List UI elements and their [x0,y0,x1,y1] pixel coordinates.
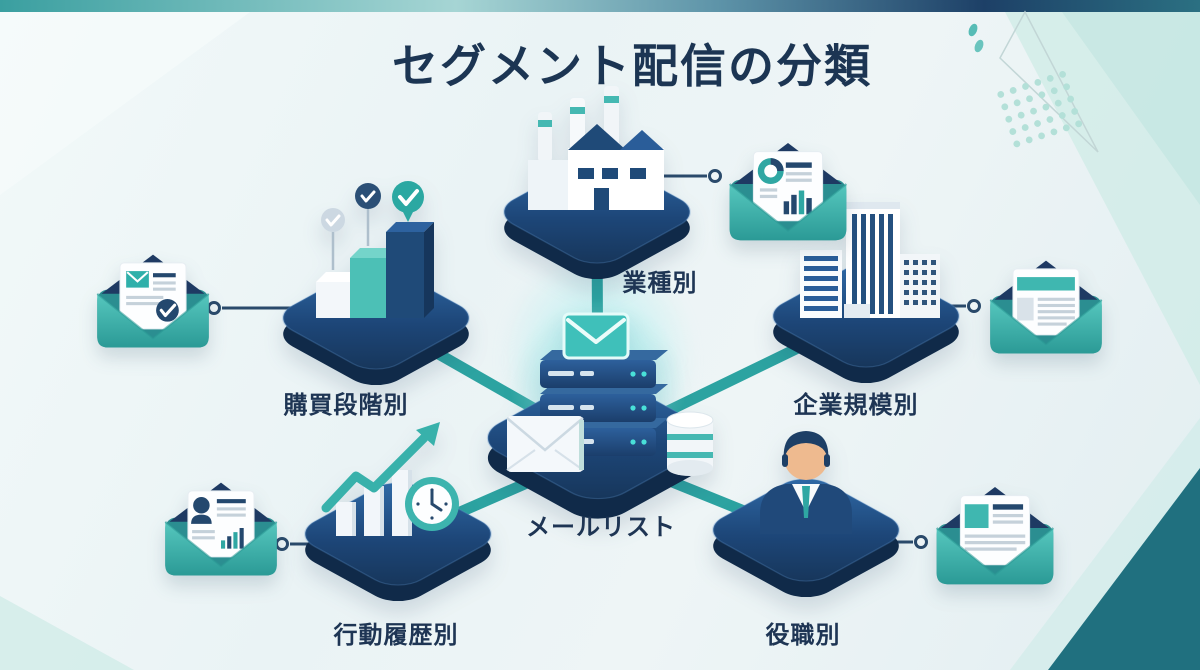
document-content [757,158,812,215]
bar-chart-arrow-clock-icon [304,422,492,602]
white-envelope-icon [506,416,584,472]
page-title: セグメント配信の分類 [392,40,872,92]
label-company-size: 企業規模別 [793,392,919,419]
envelope-industry-mail [721,130,855,256]
open-envelope-report-chart-document-icon [728,142,848,241]
envelope-job-title-mail [928,474,1062,600]
connector-end-rings [207,169,981,551]
node-job-title [688,382,924,637]
node-behavior-history [280,384,516,639]
open-envelope-profile-stats-document-icon [164,482,278,576]
envelope-purchase-stage-mail [89,242,217,363]
document-content [126,271,179,322]
label-mail-list: メールリスト [526,514,676,541]
document-content [964,504,1026,551]
open-envelope-checkmark-document-icon [96,254,210,348]
node-mail-list [455,268,741,563]
open-envelope-banner-document-icon [989,260,1103,354]
label-industry: 業種別 [622,270,698,297]
businessperson [760,431,852,534]
label-purchase-stage: 購買段階別 [283,392,409,419]
label-job-title: 役職別 [765,622,841,649]
businessperson-icon [712,431,900,598]
mail-server-database-hub-icon [486,298,714,519]
growth-bars [336,470,412,536]
factory-icon [503,86,691,280]
database-cylinder-icon [666,411,714,476]
label-behavior-history: 行動履歴別 [333,622,459,649]
open-envelope-image-document-icon [935,486,1055,585]
step-cubes [316,222,434,318]
checkmark-pins [321,181,424,270]
ascending-steps-checkmarks-icon [282,181,470,386]
document-content [191,497,246,549]
node-industry [480,58,714,323]
envelope-company-size-mail [982,248,1110,369]
buildings [800,202,940,318]
factory-building [528,86,664,210]
node-purchase-stage [258,170,494,425]
clock-icon [405,477,459,531]
envelope-behavior-history-mail [157,470,285,591]
teal-envelope-icon [562,312,630,360]
growth-arrow [321,422,440,513]
node-company-size [748,168,984,423]
office-buildings-icon [772,202,960,384]
